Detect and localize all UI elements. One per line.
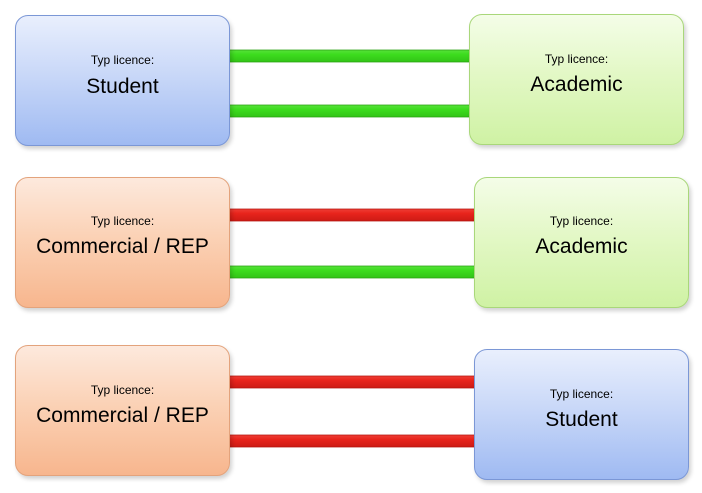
arrow-row2-to-left — [198, 198, 476, 232]
license-box-row2-right: Typ licence: Academic — [474, 177, 689, 308]
license-type-caption: Typ licence: — [90, 383, 155, 397]
license-type-caption: Typ licence: — [549, 387, 614, 401]
arrow-row3-to-left — [198, 365, 476, 399]
arrow-row1-to-right — [228, 94, 506, 128]
license-box-row1-right: Typ licence: Academic — [469, 14, 684, 145]
license-type-caption: Typ licence: — [90, 214, 155, 228]
license-type-value: Student — [545, 408, 618, 431]
license-type-value: Academic — [530, 73, 623, 96]
arrow-row3-to-right — [228, 424, 511, 458]
license-box-row2-left: Typ licence: Commercial / REP — [15, 177, 230, 308]
license-type-value: Commercial / REP — [36, 404, 209, 427]
arrow-row1-to-left — [191, 39, 471, 73]
license-type-caption: Typ licence: — [544, 52, 609, 66]
license-type-caption: Typ licence: — [549, 214, 614, 228]
license-type-value: Academic — [535, 235, 628, 258]
license-box-row1-left: Typ licence: Student — [15, 15, 230, 146]
arrow-row2-to-right — [228, 255, 511, 289]
license-box-row3-right: Typ licence: Student — [474, 349, 689, 480]
license-type-value: Commercial / REP — [36, 235, 209, 258]
license-type-caption: Typ licence: — [90, 53, 155, 67]
license-type-value: Student — [86, 75, 159, 98]
license-box-row3-left: Typ licence: Commercial / REP — [15, 345, 230, 476]
